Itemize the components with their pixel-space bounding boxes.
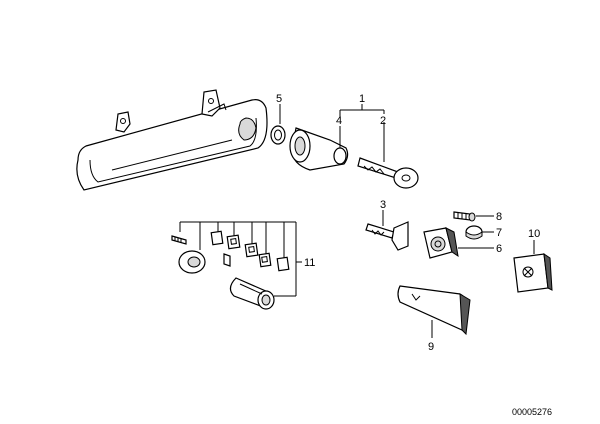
- callout-11: 11: [304, 257, 315, 269]
- callout-8: 8: [496, 211, 502, 223]
- callout-2: 2: [380, 115, 386, 127]
- lock-cylinder-housing: [289, 126, 349, 171]
- callout-9: 9: [428, 341, 434, 353]
- cover-10: [513, 240, 553, 293]
- cover-plate-9: [397, 285, 471, 338]
- screw-8: [453, 211, 494, 222]
- callout-7: 7: [496, 227, 502, 239]
- repair-kit-11: [171, 221, 302, 310]
- door-handle: [76, 89, 268, 191]
- callout-1: 1: [359, 93, 365, 105]
- key-part-2: [357, 122, 419, 189]
- lock-unit-6: [423, 227, 494, 259]
- callout-3: 3: [380, 199, 386, 211]
- callout-4: 4: [336, 115, 342, 127]
- callout-5: 5: [276, 93, 282, 105]
- diagram-reference-number: 00005276: [512, 407, 552, 417]
- callout-6: 6: [496, 243, 502, 255]
- leader-lines-1: [339, 104, 385, 118]
- seal-ring: [270, 104, 286, 145]
- key-part-3: [365, 210, 409, 251]
- cap-7: [465, 225, 494, 240]
- callout-10: 10: [528, 228, 540, 240]
